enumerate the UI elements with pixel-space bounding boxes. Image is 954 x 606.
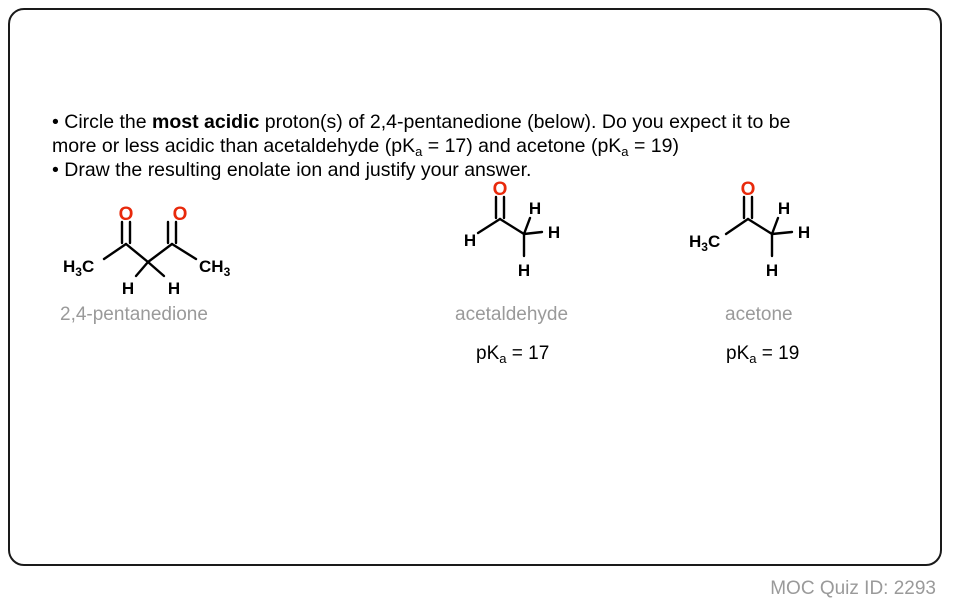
pentanedione-oxygen-2: O — [173, 204, 188, 225]
acetone-pka: pKa = 19 — [726, 343, 800, 366]
question-text: • Circle the most acidic proton(s) of 2,… — [52, 110, 932, 182]
pentanedione-oxygen-1: O — [119, 204, 134, 225]
acetone-methyl: H3C — [689, 232, 720, 254]
quiz-card: • Circle the most acidic proton(s) of 2,… — [8, 8, 942, 566]
acetone-structure: O H3C H H H — [689, 179, 810, 280]
emphasis-most-acidic: most acidic — [152, 111, 260, 133]
acetone-label: acetone — [725, 304, 793, 325]
pentanedione-hydrogen-1: H — [122, 279, 134, 298]
acetaldehyde-pka: pKa = 17 — [476, 343, 550, 366]
question-line-1: • Circle the most acidic proton(s) of 2,… — [52, 111, 791, 133]
acetone-hydrogen-right: H — [798, 223, 810, 242]
acetaldehyde-structure: O H H H H — [464, 179, 560, 280]
pentanedione-right-methyl: CH3 — [199, 257, 231, 279]
acetaldehyde-label: acetaldehyde — [455, 304, 569, 325]
acetaldehyde-hydrogen-right: H — [548, 223, 560, 242]
acetone-hydrogen-top: H — [778, 199, 790, 218]
pentanedione-left-methyl: H3C — [63, 257, 94, 279]
pentanedione-hydrogen-2: H — [168, 279, 180, 298]
quiz-id: MOC Quiz ID: 2293 — [770, 578, 936, 599]
acetaldehyde-oxygen: O — [493, 179, 508, 200]
acetaldehyde-hydrogen-bottom: H — [518, 261, 530, 280]
pentanedione-label: 2,4-pentanedione — [60, 304, 208, 325]
acetaldehyde-hydrogen-top: H — [529, 199, 541, 218]
acetone-hydrogen-bottom: H — [766, 261, 778, 280]
acetaldehyde-aldehyde-hydrogen: H — [464, 231, 476, 250]
acetone-oxygen: O — [741, 179, 756, 200]
question-line-2: more or less acidic than acetaldehyde (p… — [52, 135, 679, 159]
question-line-3: • Draw the resulting enolate ion and jus… — [52, 159, 532, 181]
